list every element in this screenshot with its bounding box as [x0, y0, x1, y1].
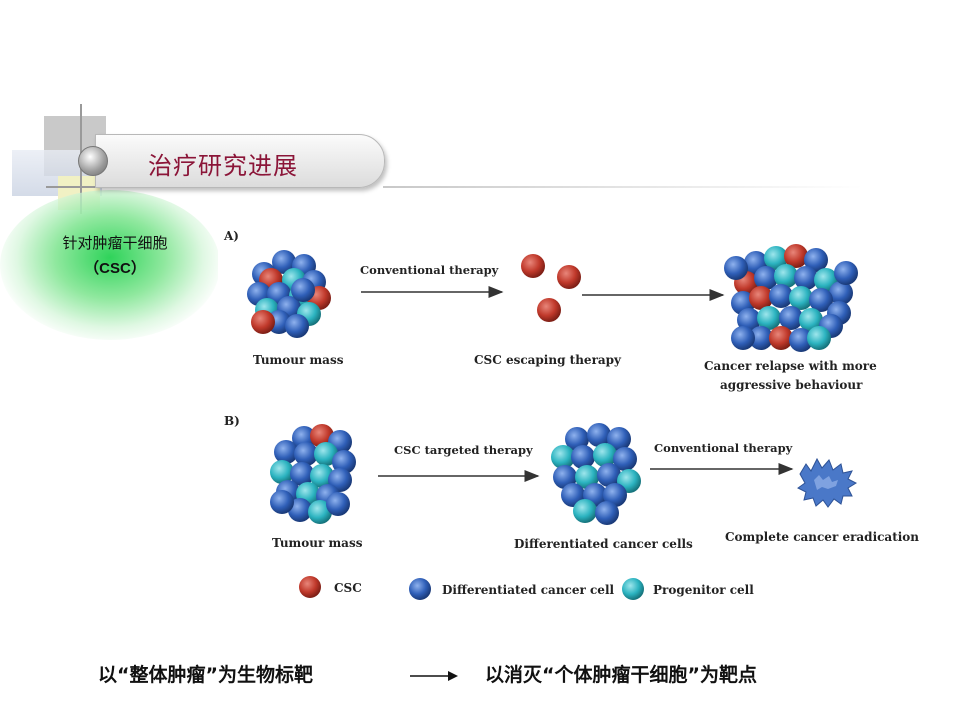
tumour-mass-b — [270, 424, 356, 524]
panel-a-end-caption-line1: Cancer relapse with more — [704, 359, 877, 373]
progenitor-cell — [551, 445, 575, 469]
legend-csc-swatch — [299, 576, 321, 598]
progenitor-cell — [593, 443, 617, 467]
progenitor-cell — [764, 246, 788, 270]
progenitor-cell — [789, 286, 813, 310]
csc-cell — [769, 326, 793, 350]
differentiated-cell — [597, 463, 621, 487]
differentiated-cell — [731, 326, 755, 350]
panel-b-start-caption: Tumour mass — [272, 536, 363, 550]
differentiated-cell — [724, 256, 748, 280]
csc-cell — [784, 244, 808, 268]
panel-b-label: B) — [224, 414, 240, 428]
legend-progenitor-label: Progenitor cell — [653, 583, 754, 597]
title-tab — [95, 134, 385, 188]
progenitor-cell — [573, 499, 597, 523]
tumour-mass-a — [247, 250, 331, 338]
csc-cell — [251, 310, 275, 334]
side-label: 针对肿瘤干细胞 （CSC） — [30, 230, 200, 282]
differentiated-cell — [294, 442, 318, 466]
differentiated-cell — [595, 501, 619, 525]
differentiated-cell — [587, 423, 611, 447]
panel-b-mid-caption: Differentiated cancer cells — [514, 537, 693, 551]
eradicated-debris-icon — [797, 457, 858, 508]
panel-b-end-caption: Complete cancer eradication — [725, 530, 919, 544]
progenitor-cell — [270, 460, 294, 484]
side-glow — [0, 190, 220, 340]
panel-a-start-caption: Tumour mass — [253, 353, 344, 367]
page-title: 治疗研究进展 — [148, 152, 298, 180]
progenitor-cell — [807, 326, 831, 350]
differentiated-cell — [274, 440, 298, 464]
differentiated-cancer-cells-cluster — [551, 423, 641, 525]
differentiated-cell — [613, 447, 637, 471]
legend-progenitor-swatch — [622, 578, 644, 600]
title-underline — [383, 186, 863, 188]
differentiated-cell — [603, 483, 627, 507]
bottom-comparison: 以“整体肿瘤”为生物标靶 以消灭“个体肿瘤干细胞”为靶点 — [0, 652, 960, 692]
csc-cell — [749, 286, 773, 310]
differentiated-cell — [288, 498, 312, 522]
side-label-line1: 针对肿瘤干细胞 — [62, 234, 168, 252]
decor-horizontal-line — [46, 186, 106, 188]
bottom-arrow-icon — [410, 671, 458, 681]
differentiated-cell — [272, 250, 296, 274]
legend-differentiated-swatch — [409, 578, 431, 600]
progenitor-cell — [799, 308, 823, 332]
differentiated-cell — [809, 288, 833, 312]
differentiated-cell — [326, 492, 350, 516]
progenitor-cell — [774, 264, 798, 288]
legend: CSC Differentiated cancer cell Progenito… — [299, 576, 754, 600]
differentiated-cell — [571, 445, 595, 469]
panel-a-mid-caption: CSC escaping therapy — [474, 353, 622, 367]
panel-a-label: A) — [223, 229, 239, 243]
escaped-csc-cells — [521, 254, 581, 322]
differentiated-cell — [834, 261, 858, 285]
differentiated-cell — [270, 490, 294, 514]
legend-csc-label: CSC — [334, 581, 362, 595]
differentiated-cell — [769, 284, 793, 308]
title-bullet-icon — [78, 146, 108, 176]
differentiated-cell — [332, 450, 356, 474]
differentiated-cell — [553, 465, 577, 489]
progenitor-cell — [314, 442, 338, 466]
panel-a-end-caption-line2: aggressive behaviour — [720, 378, 863, 392]
differentiated-cell — [829, 281, 853, 305]
differentiated-cell — [607, 427, 631, 451]
csc-cell — [557, 265, 581, 289]
differentiated-cell — [291, 278, 315, 302]
progenitor-cell — [308, 500, 332, 524]
panel-b-arrow-1-label: CSC targeted therapy — [394, 443, 533, 457]
bottom-left-text: 以“整体肿瘤”为生物标靶 — [98, 664, 313, 686]
csc-cell — [537, 298, 561, 322]
differentiated-cell — [285, 314, 309, 338]
legend-differentiated-label: Differentiated cancer cell — [442, 583, 615, 597]
differentiated-cell — [290, 462, 314, 486]
csc-cell — [521, 254, 545, 278]
differentiated-cell — [794, 266, 818, 290]
differentiated-cell — [779, 306, 803, 330]
panel-a-arrow-1-label: Conventional therapy — [360, 263, 499, 277]
progenitor-cell — [757, 306, 781, 330]
differentiated-cell — [749, 326, 773, 350]
differentiated-cell — [804, 248, 828, 272]
progenitor-cell — [310, 464, 334, 488]
relapse-tumour — [724, 244, 858, 352]
side-label-line2: （CSC） — [84, 260, 146, 277]
differentiated-cell — [789, 328, 813, 352]
differentiated-cell — [754, 266, 778, 290]
panel-b-arrow-2-label: Conventional therapy — [654, 441, 793, 455]
bottom-right-text: 以消灭“个体肿瘤干细胞”为靶点 — [485, 664, 757, 686]
progenitor-cell — [575, 465, 599, 489]
csc-therapy-diagram: A) Tumour mass Conventional therapy CSC … — [218, 218, 920, 618]
